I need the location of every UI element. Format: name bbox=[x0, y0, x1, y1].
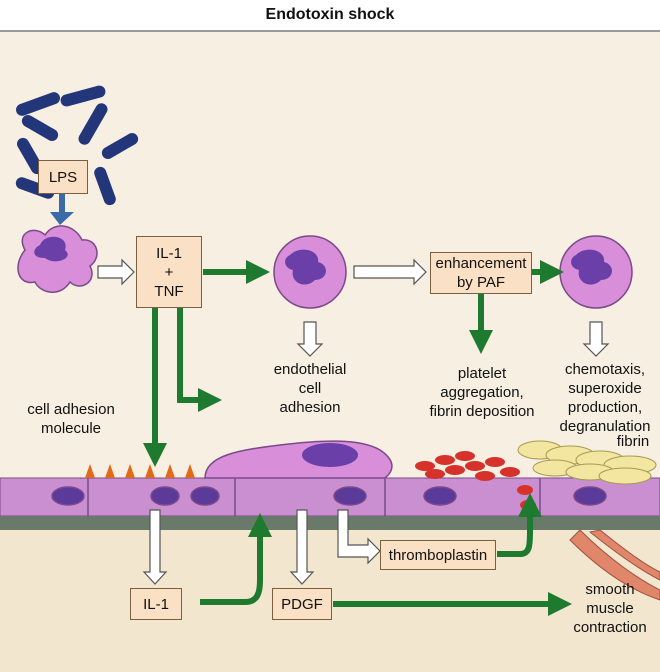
green-arrow-to-endothelial-adhesion bbox=[177, 306, 222, 412]
neutrophil-2-nucleus bbox=[571, 249, 612, 285]
endothelial-nucleus bbox=[333, 486, 367, 506]
chemotaxis-label: chemotaxis, superoxide production, degra… bbox=[559, 361, 651, 435]
endothelial-nucleus bbox=[423, 486, 457, 506]
endothelial-adhesion-label: endothelial cell adhesion bbox=[273, 361, 347, 416]
white-arrow-macrophage-to-il1 bbox=[97, 258, 135, 286]
endothelial-nucleus bbox=[51, 486, 85, 506]
cell-adhesion-molecule-label: cell adhesion molecule bbox=[27, 401, 115, 437]
white-arrow-neutrophil-down bbox=[296, 321, 324, 357]
pdgf-box: PDGF bbox=[272, 588, 332, 620]
adhesion-molecule-spikes bbox=[85, 464, 215, 478]
diagram-title: Endotoxin shock bbox=[0, 0, 660, 32]
green-arrow-il1-up bbox=[200, 513, 272, 605]
leukocyte-nucleus bbox=[302, 443, 358, 467]
white-arrow-to-thromboplastin bbox=[337, 509, 381, 565]
il1-tnf-box: IL-1 + TNF bbox=[136, 236, 202, 308]
il1-tnf-line2: + bbox=[164, 263, 174, 281]
basement-membrane bbox=[0, 516, 660, 530]
paf-line2: by PAF bbox=[456, 274, 506, 291]
fibrin-mass bbox=[517, 440, 657, 485]
fibrin-label: fibrin bbox=[616, 433, 650, 450]
green-arrow-thromboplastin-up bbox=[497, 493, 542, 557]
lps-box: LPS bbox=[38, 160, 88, 194]
il1-bottom-box: IL-1 bbox=[130, 588, 182, 620]
white-arrow-to-pdgf bbox=[289, 509, 315, 585]
adherent-leukocyte bbox=[204, 440, 393, 479]
endothelial-cells bbox=[51, 478, 607, 516]
pdgf-label: PDGF bbox=[281, 595, 323, 613]
endothelial-nucleus bbox=[573, 486, 607, 506]
smooth-muscle-label: smooth muscle contraction bbox=[573, 581, 647, 636]
green-arrows bbox=[50, 193, 572, 616]
thromboplastin-box: thromboplastin bbox=[380, 540, 496, 570]
il1-bottom-label: IL-1 bbox=[143, 595, 169, 613]
il1-tnf-line1: IL-1 bbox=[156, 244, 182, 262]
white-arrow-neutrophil2-down bbox=[582, 321, 610, 357]
thromboplastin-label: thromboplastin bbox=[388, 546, 488, 564]
paf-box: enhancement by PAF bbox=[430, 252, 532, 294]
il1-tnf-line3: TNF bbox=[154, 282, 184, 300]
macrophage-nucleus bbox=[34, 236, 68, 262]
paf-line1: enhancement bbox=[435, 255, 527, 272]
lps-label: LPS bbox=[48, 168, 78, 186]
endothelial-nucleus bbox=[150, 486, 180, 506]
white-arrow-to-paf bbox=[353, 258, 427, 286]
white-arrow-to-il1-bottom bbox=[142, 509, 168, 585]
neutrophil-1-nucleus bbox=[285, 249, 326, 285]
platelet-aggregation-label: platelet aggregation, fibrin deposition bbox=[429, 365, 535, 420]
endothelium-layer bbox=[0, 477, 660, 517]
endothelial-nucleus bbox=[190, 486, 220, 506]
white-arrows bbox=[97, 258, 610, 585]
